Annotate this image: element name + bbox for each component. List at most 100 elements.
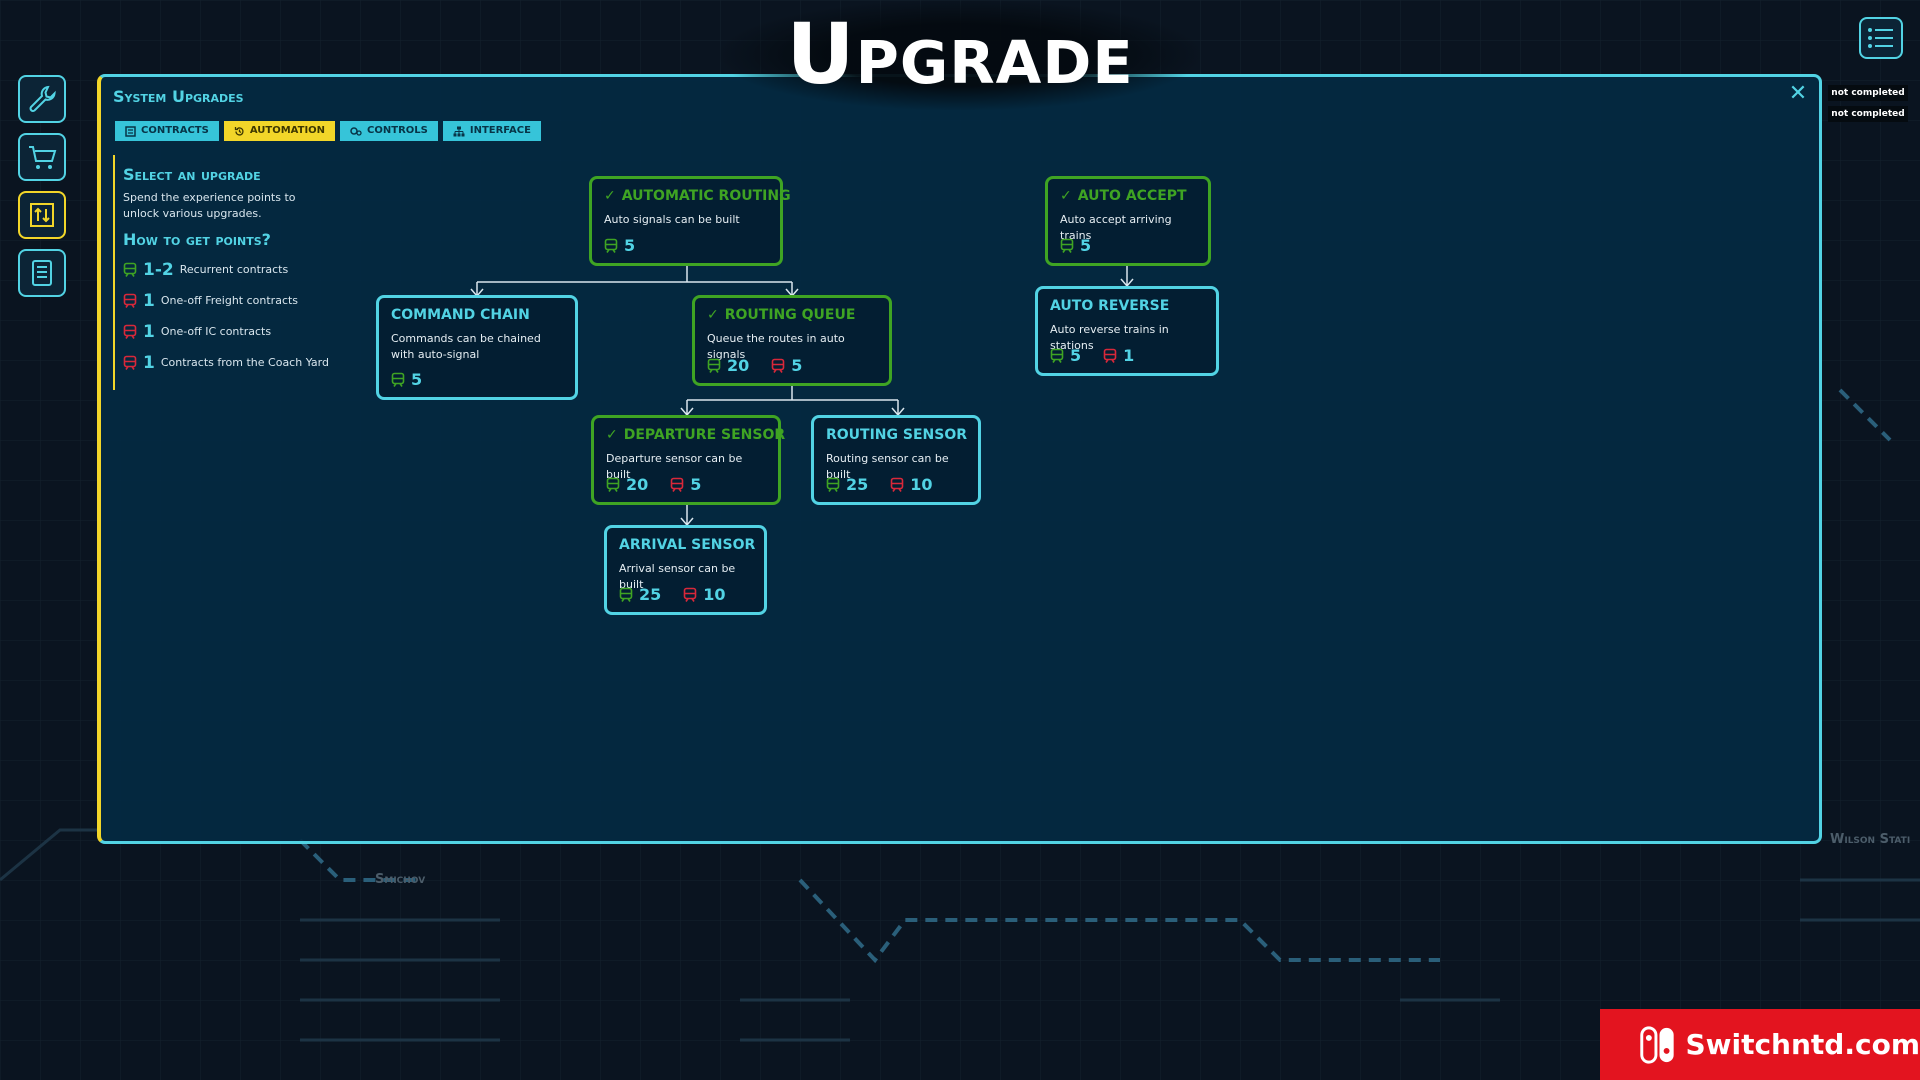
cost-green: 20 <box>727 356 750 375</box>
check-icon: ✓ <box>606 427 618 443</box>
tab-interface[interactable]: INTERFACE <box>442 121 541 141</box>
train-red-icon <box>890 477 904 492</box>
points-amount: 1 <box>143 321 155 342</box>
points-label: One-off IC contracts <box>160 325 272 338</box>
upgrade-arrival-sensor[interactable]: ARRIVAL SENSOR Arrival sensor can be bui… <box>604 525 767 615</box>
cost-red: 1 <box>1123 346 1135 365</box>
train-red-icon <box>123 324 137 339</box>
train-red-icon <box>670 477 684 492</box>
cost-green: 25 <box>846 475 869 494</box>
panel-title: System Upgrades <box>113 87 244 106</box>
upgrade-cost: 20 5 <box>606 475 717 494</box>
cost-green: 5 <box>411 370 423 389</box>
tab-contracts[interactable]: CONTRACTS <box>115 121 219 141</box>
cost-red: 5 <box>690 475 702 494</box>
tab-label: AUTOMATION <box>249 125 326 136</box>
close-icon: ✕ <box>1788 81 1808 106</box>
upgrade-description: Auto reverse trains in stations <box>1050 323 1169 352</box>
switch-logo-icon <box>1640 1025 1674 1064</box>
tab-bar: CONTRACTS AUTOMATION CONTROLS INTERFACE <box>115 121 541 141</box>
upgrade-description: Auto signals can be built <box>604 213 740 226</box>
train-green-icon <box>123 262 137 277</box>
upgrade-departure-sensor[interactable]: ✓DEPARTURE SENSOR Departure sensor can b… <box>591 415 785 505</box>
cart-icon <box>29 146 57 169</box>
train-green-icon <box>826 477 840 492</box>
info-heading: Select an upgrade <box>123 165 261 184</box>
train-red-icon <box>771 358 785 373</box>
contracts-icon <box>125 125 136 137</box>
upgrade-auto-reverse[interactable]: AUTO REVERSE Auto reverse trains in stat… <box>1035 286 1219 376</box>
map-station-label: Wilson Stati <box>1830 832 1911 847</box>
check-icon: ✓ <box>1060 188 1072 204</box>
info-text: Spend the experience points to unlock va… <box>123 191 296 220</box>
cost-red: 10 <box>703 585 726 604</box>
watermark-banner: Switchntd.com <box>1600 1009 1920 1080</box>
check-icon: ✓ <box>604 188 616 204</box>
upgrade-routing-queue[interactable]: ✓ROUTING QUEUE Queue the routes in auto … <box>692 295 892 386</box>
upgrade-automatic-routing[interactable]: ✓ AUTOMATIC ROUTING Auto signals can be b… <box>589 176 791 266</box>
upgrade-title: ROUTING SENSOR <box>826 427 968 443</box>
train-green-icon <box>707 358 721 373</box>
points-heading: How to get points? <box>123 230 271 249</box>
upgrade-cost: 25 10 <box>619 585 742 604</box>
status-chip: not completed <box>1828 85 1908 101</box>
status-chip: not completed <box>1828 106 1908 122</box>
train-red-icon <box>123 355 137 370</box>
points-amount: 1-2 <box>143 259 174 280</box>
cost-green: 20 <box>626 475 649 494</box>
upgrade-title: COMMAND CHAIN <box>391 307 530 323</box>
watermark-text: Switchntd.com <box>1685 1028 1920 1061</box>
close-button[interactable]: ✕ <box>1787 83 1809 105</box>
points-row: 1-2 Recurrent contracts <box>123 259 333 280</box>
upgrade-icon <box>30 203 54 227</box>
automation-icon <box>234 126 244 136</box>
tab-automation[interactable]: AUTOMATION <box>223 121 336 141</box>
system-upgrades-panel: System Upgrades ✕ CONTRACTS AUTOMATION C… <box>97 74 1822 844</box>
book-icon <box>32 260 52 286</box>
tab-label: CONTRACTS <box>141 125 209 136</box>
points-label: Contracts from the Coach Yard <box>160 356 329 369</box>
cost-green: 5 <box>1080 236 1092 255</box>
controls-icon <box>350 126 362 136</box>
points-amount: 1 <box>143 352 155 373</box>
upgrade-title: ROUTING QUEUE <box>724 307 856 323</box>
points-row: 1 Contracts from the Coach Yard <box>123 352 333 373</box>
sidebar-wrench-button[interactable] <box>18 75 66 123</box>
train-red-icon <box>683 587 697 602</box>
map-station-label: Smichov <box>375 872 426 887</box>
train-green-icon <box>606 477 620 492</box>
upgrade-auto-accept[interactable]: ✓AUTO ACCEPT Auto accept arriving trains… <box>1045 176 1211 266</box>
points-amount: 1 <box>143 290 155 311</box>
upgrade-title: ARRIVAL SENSOR <box>619 537 756 553</box>
tab-controls[interactable]: CONTROLS <box>340 121 438 141</box>
cost-red: 5 <box>791 356 803 375</box>
wrench-icon <box>29 85 56 112</box>
upgrade-cost: 5 <box>604 236 651 255</box>
train-green-icon <box>391 372 405 387</box>
train-red-icon <box>123 293 137 308</box>
cost-red: 10 <box>910 475 933 494</box>
points-row: 1 One-off Freight contracts <box>123 290 333 311</box>
upgrade-cost: 5 <box>1060 236 1107 255</box>
upgrade-routing-sensor[interactable]: ROUTING SENSOR Routing sensor can be bui… <box>811 415 981 505</box>
cost-green: 5 <box>1070 346 1082 365</box>
sidebar-book-button[interactable] <box>18 249 66 297</box>
train-green-icon <box>1050 348 1064 363</box>
points-row: 1 One-off IC contracts <box>123 321 333 342</box>
sidebar-upgrade-button[interactable] <box>18 191 66 239</box>
list-menu-icon <box>1868 28 1893 48</box>
cost-green: 25 <box>639 585 662 604</box>
upgrade-cost: 5 1 <box>1050 346 1150 365</box>
upgrade-description: Arrival sensor can be built <box>619 562 736 591</box>
upgrade-title: AUTOMATIC ROUTING <box>621 188 791 204</box>
upgrade-title: AUTO REVERSE <box>1050 298 1170 314</box>
upgrade-command-chain[interactable]: COMMAND CHAIN Commands can be chained wi… <box>376 295 578 400</box>
train-red-icon <box>1103 348 1117 363</box>
cost-green: 5 <box>624 236 636 255</box>
upgrade-cost: 20 5 <box>707 356 818 375</box>
upgrade-description: Commands can be chained with auto-signal <box>391 332 541 361</box>
menu-button[interactable] <box>1859 17 1903 59</box>
points-label: Recurrent contracts <box>179 263 289 276</box>
sidebar-shop-button[interactable] <box>18 133 66 181</box>
check-icon: ✓ <box>707 307 719 323</box>
